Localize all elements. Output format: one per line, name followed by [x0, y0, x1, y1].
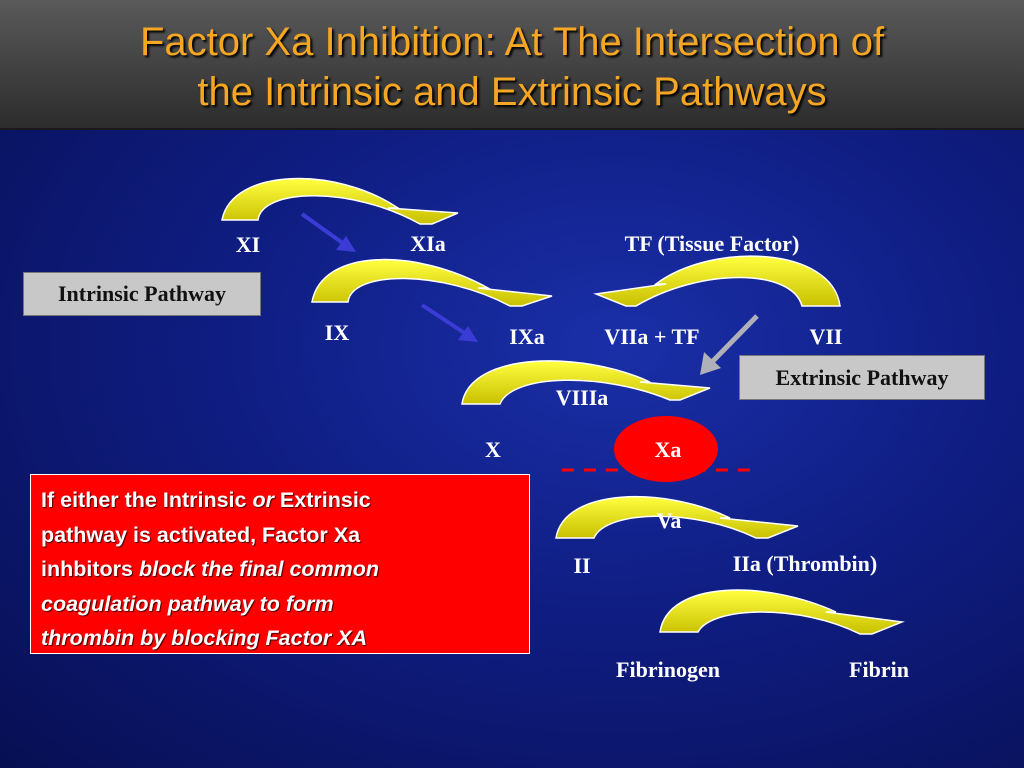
label-ixa: IXa [509, 324, 544, 349]
label-va: Va [657, 508, 682, 533]
note-line-5: thrombin by blocking Factor XA [41, 621, 519, 656]
note-text: If either the Intrinsic [41, 488, 253, 512]
label-x: X [485, 437, 501, 462]
inhibition-note-box: If either the Intrinsic or Extrinsic pat… [30, 474, 530, 654]
note-text: Extrinsic [273, 488, 371, 512]
intrinsic-pathway-label: Intrinsic Pathway [23, 272, 261, 316]
note-line-3: inhbitors block the final common [41, 552, 519, 587]
note-emphasis: thrombin by blocking Factor XA [41, 626, 368, 650]
note-line-2: pathway is activated, Factor Xa [41, 518, 519, 553]
note-emphasis: coagulation pathway to form [41, 591, 334, 616]
note-line-4: coagulation pathway to form [41, 587, 519, 622]
label-tissue-factor: TF (Tissue Factor) [625, 231, 800, 256]
label-viiia: VIIIa [556, 385, 609, 410]
note-text: inhbitors [41, 557, 139, 581]
note-emphasis: or [252, 488, 274, 512]
blue-arrow-ixa-to-x [420, 303, 478, 342]
curved-arrow-ii-iia [555, 496, 799, 539]
curved-arrow-vii-viia [593, 255, 841, 307]
curved-arrow-ix-ixa [311, 258, 553, 307]
label-vii: VII [809, 324, 842, 349]
curved-arrow-x-xa [461, 360, 711, 405]
label-viia-tf: VIIa + TF [604, 324, 699, 349]
label-fibrinogen: Fibrinogen [616, 657, 720, 682]
title-line-1: Factor Xa Inhibition: At The Intersectio… [139, 20, 885, 64]
blue-arrow-xia-to-ix [300, 212, 356, 252]
xa-circle [614, 416, 718, 482]
label-iia-thrombin: IIa (Thrombin) [733, 551, 877, 576]
curved-arrow-xi-xia [221, 177, 459, 225]
title-bar: Factor Xa Inhibition: At The Intersectio… [0, 0, 1024, 130]
gray-arrow-viia-tf-to-x [700, 314, 759, 375]
title-line-2: the Intrinsic and Extrinsic Pathways [197, 70, 827, 114]
label-ii: II [573, 553, 590, 578]
note-line-1: If either the Intrinsic or Extrinsic [41, 483, 519, 518]
note-emphasis: block the final common [138, 557, 380, 581]
label-ix: IX [325, 320, 350, 345]
label-fibrin: Fibrin [849, 657, 909, 682]
label-xa: Xa [655, 437, 682, 462]
curved-arrow-fibrinogen-fibrin [659, 589, 905, 635]
note-text: pathway is activated, Factor Xa [41, 522, 361, 547]
extrinsic-pathway-label: Extrinsic Pathway [739, 355, 985, 400]
label-xi: XI [236, 232, 260, 257]
label-xia: XIa [410, 231, 445, 256]
